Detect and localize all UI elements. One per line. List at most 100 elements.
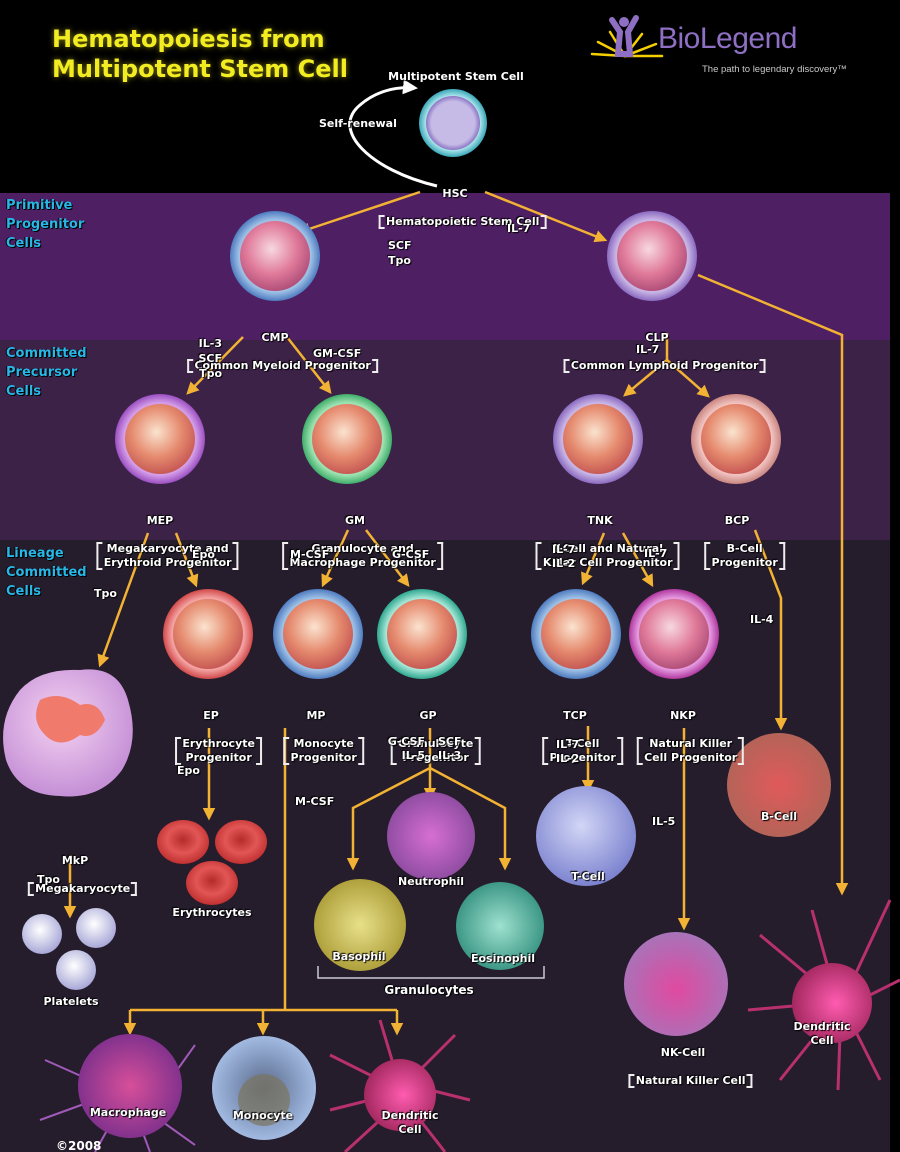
arrow-hsc-cmp [297,190,421,235]
cytokine-tcp-tcell: IL-7 IL-2 [556,738,580,765]
cell-gm [302,394,392,484]
cell-hsc [419,89,487,157]
gm-abbr: GM [345,514,365,527]
cell-clp [607,211,697,301]
nk-cell-abbr: NK-Cell [660,1046,706,1059]
logo-burst-icon [590,15,664,58]
monocyte-label: Monocyte [232,1109,294,1122]
gp-label: GP Granulocyte Progenitor [376,681,481,779]
cytokine-ep-ery: Epo [177,764,200,777]
nkp-label: NKP Natural Killer Cell Progenitor [622,681,745,779]
ep-abbr: EP [203,709,219,722]
granulocytes-label: Granulocytes [384,983,474,997]
cytokine-hsc-clp: IL-7 [507,222,531,235]
primitive-progenitor-band [0,193,890,340]
cell-gp [377,589,467,679]
cell-nk-cell [624,932,728,1036]
cell-monocyte [212,1036,316,1140]
mkp-label: MkP Megakaryocyte [13,826,138,910]
eosinophil-label: Eosinophil [470,952,536,965]
cell-megakaryocyte [3,669,133,797]
section-label-lineage: Lineage Committed Cells [6,546,87,599]
arrow-clp-dendritic [697,273,849,896]
neutrophil-label: Neutrophil [398,875,464,888]
cytokine-hsc-cmp-text: SCF Tpo [388,239,412,267]
cell-erythrocytes [157,820,267,905]
cell-mep [115,394,205,484]
gm-label: GM Granulocyte and Macrophage Progenitor [267,486,444,584]
cell-eosinophil [456,882,544,970]
copyright-notice: ©2008 [56,1139,102,1152]
hsc-top-label: Multipotent Stem Cell [388,70,524,83]
arrow-gp-right [429,766,512,871]
ep-label: EP Erythrocyte Progenitor [160,681,262,779]
clp-full-name: Common Lymphoid Progenitor [563,359,766,373]
arrow-cmp-gm [286,336,332,394]
self-renewal-arrow [348,79,438,188]
diagram-title: Hematopoiesis from Multipotent Stem Cell [52,24,348,84]
cmp-abbr: CMP [261,331,289,344]
t-cell-label: T-Cell [571,870,605,883]
cmp-full-name: Common Myeloid Progenitor [187,359,379,373]
cytokine-nkp-nk: IL-5 [652,815,676,828]
arrow-bcp-bcell [753,529,788,731]
arrow-gm-gp [365,529,410,587]
nkp-full-name: Natural Killer Cell Progenitor [637,737,745,765]
cell-ep [163,589,253,679]
mep-label: MEP Megakaryocyte and Erythroid Progenit… [81,486,239,584]
gm-full-name: Granulocyte and Macrophage Progenitor [282,542,444,570]
clp-label: CLP Common Lymphoid Progenitor [549,303,766,387]
right-border [890,0,900,1152]
cytokine-mep-ep: Epo [192,548,215,561]
hsc-abbr: HSC [442,187,468,200]
bcp-abbr: BCP [724,514,750,527]
mep-abbr: MEP [146,514,174,527]
cell-platelets [22,908,116,990]
macrophage-label: Macrophage [89,1106,167,1119]
biolegend-logo[interactable]: BioLegend The path to legendary discover… [590,14,890,84]
cytokine-gp-left: G-CSF IL-5 [387,735,425,762]
cell-nkp [629,589,719,679]
hsc-full-name: Hematopoietic Stem Cell [378,215,547,229]
cytokine-hsc-cmp: SCF Tpo [388,208,412,298]
cell-macrophage [39,1034,196,1152]
dendritic-myeloid-label: Dendritic Cell [381,1109,439,1136]
nk-cell-label: NK-Cell Natural Killer Cell [613,1018,753,1102]
cell-dendritic-lymphoid [747,899,900,1091]
cytokine-mkp-plt: Tpo [37,873,60,886]
bcp-label: BCP B-Cell Progenitor [689,486,786,584]
ep-full-name: Erythrocyte Progenitor [175,737,262,765]
b-cell-label: B-Cell [760,810,798,823]
mkp-abbr: MkP [61,854,89,867]
cell-b-cell [727,733,831,837]
cell-cmp [230,211,320,301]
tnk-label: TNK T-Cell and Natural Killer Cell Proge… [520,486,680,584]
arrow-gm-mp [321,529,350,588]
cell-tnk [553,394,643,484]
mkp-full-name: Megakaryocyte [28,882,138,896]
title-line-2: Multipotent Stem Cell [52,55,348,83]
tcp-abbr: TCP [563,709,587,722]
tcp-full-name: T-Cell Progenitor [542,737,624,765]
arrow-cmp-mep [186,336,244,395]
cytokine-tnk-nkp: IL-7 [644,547,668,560]
section-label-committed: Committed Precursor Cells [6,346,87,399]
dendritic-lymphoid-label: Dendritic Cell [793,1020,851,1047]
erythrocytes-label: Erythrocytes [172,906,252,919]
gp-full-name: Granulocyte Progenitor [391,737,481,765]
platelets-label: Platelets [43,995,99,1008]
arrow-mep-mkp [97,532,150,668]
cytokine-cmp-gm: GM-CSF [313,347,362,360]
mp-label: MP Monocyte Progenitor [268,681,365,779]
arrow-mep-ep [174,532,199,588]
arrow-tnk-nkp [621,532,654,588]
nkp-abbr: NKP [670,709,696,722]
cell-mp [273,589,363,679]
arrow-tnk-tcp [581,532,606,586]
basophil-label: Basophil [332,950,386,963]
self-renewal-label: Self-renewal [319,117,397,130]
mp-full-name: Monocyte Progenitor [283,737,365,765]
lineage-arrows [63,190,849,1036]
cytokine-gm-mp: M-CSF [290,548,330,561]
